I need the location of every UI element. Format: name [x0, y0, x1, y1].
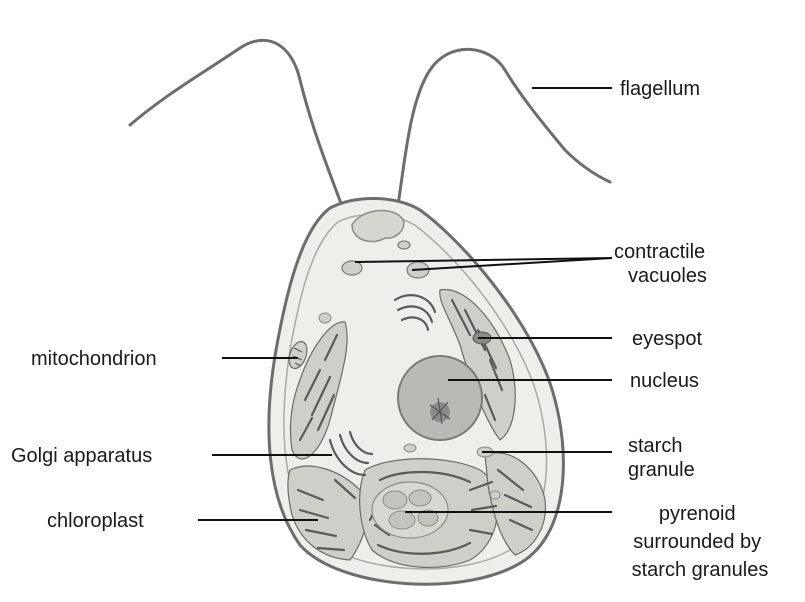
label-flagellum: flagellum	[620, 78, 700, 100]
flagella	[130, 40, 610, 215]
label-nucleus: nucleus	[630, 370, 699, 392]
label-chloroplast: chloroplast	[47, 510, 144, 532]
label-starch-granule: starch granule	[628, 435, 695, 481]
flagellum-left	[130, 40, 345, 215]
label-pyrenoid: pyrenoid surrounded by starch granules	[632, 503, 769, 581]
label-golgi-apparatus: Golgi apparatus	[11, 445, 152, 467]
nucleus-shape	[398, 356, 482, 440]
flagellum-right	[398, 49, 610, 205]
pyrenoid	[372, 482, 448, 538]
label-mitochondrion: mitochondrion	[31, 348, 157, 370]
label-contractile-vacuoles: contractile vacuoles	[614, 241, 711, 287]
label-eyespot: eyespot	[632, 328, 702, 350]
